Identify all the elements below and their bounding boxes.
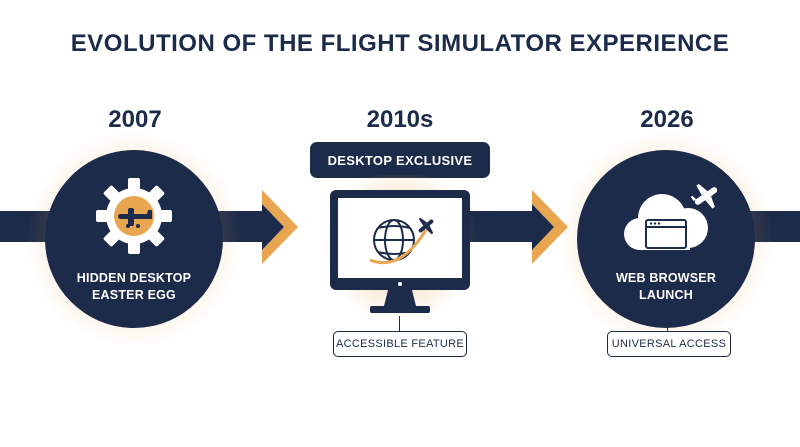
stage-label-line1: HIDDEN DESKTOP (76, 271, 192, 285)
accessible-feature-callout: ACCESSIBLE FEATURE (333, 331, 467, 357)
stage-label-2026: WEB BROWSER LAUNCH (596, 270, 736, 304)
page-title: EVOLUTION OF THE FLIGHT SIMULATOR EXPERI… (70, 30, 730, 57)
callout-stem (399, 316, 400, 331)
stage-label-line2: EASTER EGG (92, 288, 176, 302)
universal-access-callout: UNIVERSAL ACCESS (607, 331, 731, 357)
stage-label-line2: LAUNCH (639, 288, 693, 302)
arrow-right-icon (532, 190, 568, 264)
arrow-right-icon (262, 190, 298, 264)
desktop-exclusive-banner: DESKTOP EXCLUSIVE (310, 142, 490, 178)
callout-stem (667, 316, 668, 331)
year-label-2026: 2026 (640, 106, 694, 133)
stage-label-line1: WEB BROWSER (615, 271, 717, 285)
cloud-browser-icon (624, 183, 718, 250)
year-label-2010s: 2010s (366, 106, 434, 133)
gear-plane-icon (96, 178, 172, 254)
stage-label-2007: HIDDEN DESKTOP EASTER EGG (64, 270, 204, 304)
monitor-globe-icon (330, 190, 470, 313)
year-label-2007: 2007 (108, 106, 162, 133)
